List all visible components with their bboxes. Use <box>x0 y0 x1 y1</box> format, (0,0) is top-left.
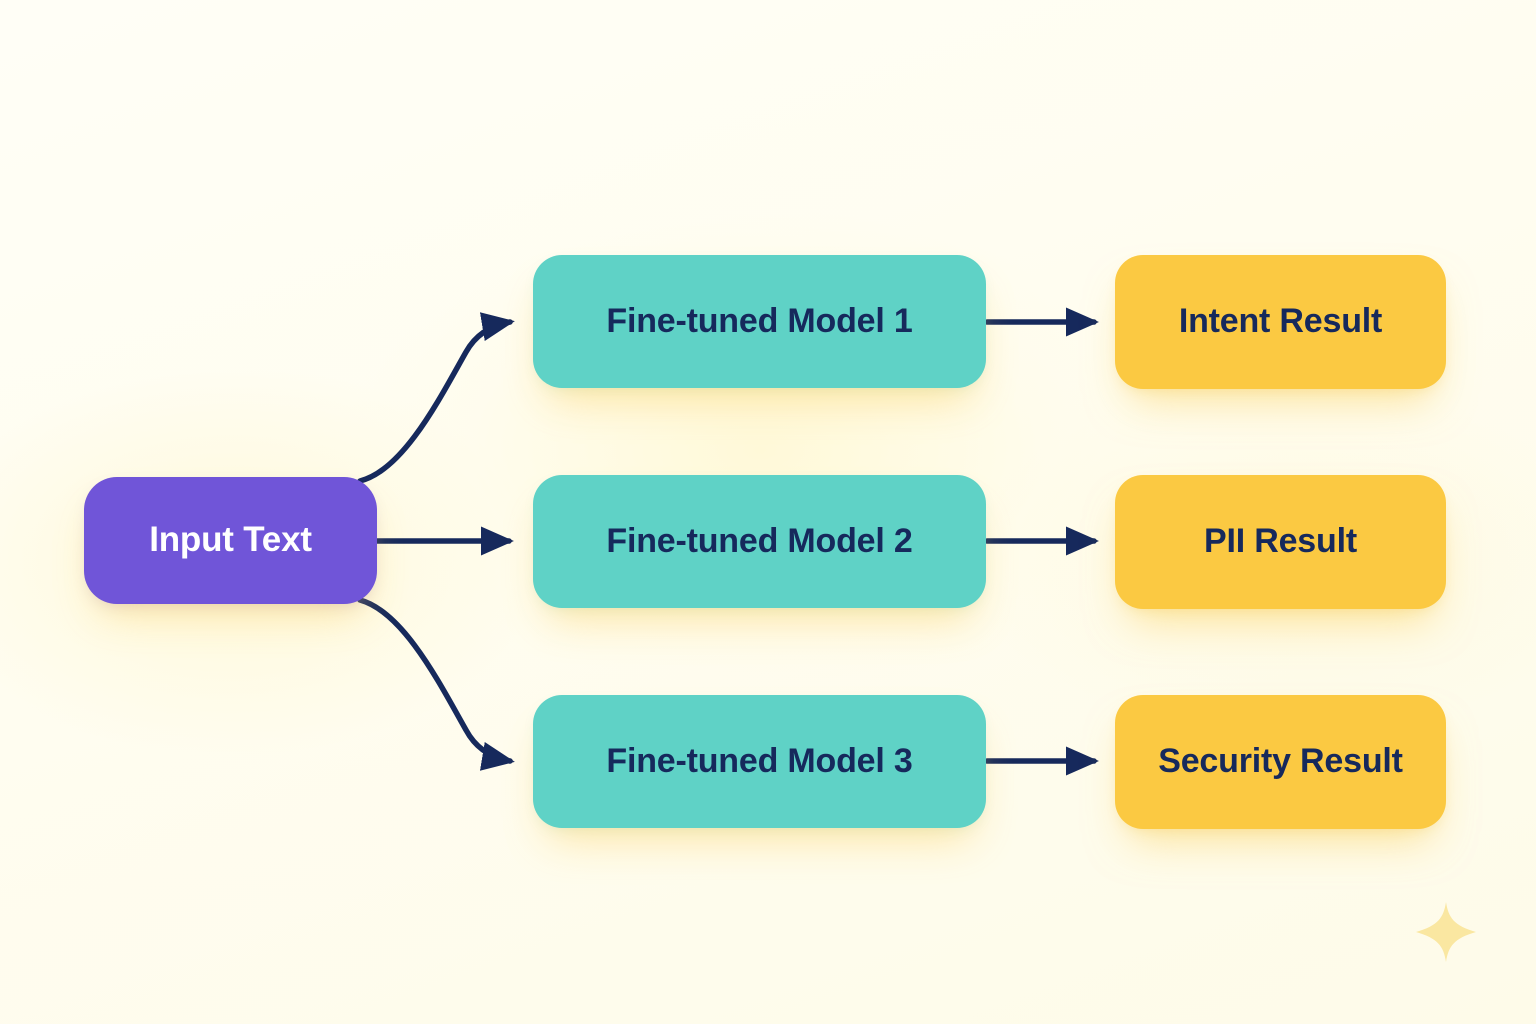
sparkle-icon <box>1416 902 1476 962</box>
node-fine-tuned-model-1-label: Fine-tuned Model 1 <box>606 301 913 340</box>
node-fine-tuned-model-3[interactable]: Fine-tuned Model 3 <box>533 695 986 828</box>
node-fine-tuned-model-3-label: Fine-tuned Model 3 <box>606 741 913 780</box>
node-fine-tuned-model-2-label: Fine-tuned Model 2 <box>606 521 913 560</box>
node-fine-tuned-model-1[interactable]: Fine-tuned Model 1 <box>533 255 986 388</box>
connector-input-to-model-1 <box>357 312 515 484</box>
node-pii-result-label: PII Result <box>1204 522 1357 561</box>
node-input-text-label: Input Text <box>149 520 312 560</box>
node-intent-result-label: Intent Result <box>1178 302 1383 341</box>
node-input-text[interactable]: Input Text <box>84 477 377 604</box>
node-fine-tuned-model-2[interactable]: Fine-tuned Model 2 <box>533 475 986 608</box>
node-security-result[interactable]: Security Result <box>1115 695 1446 829</box>
node-security-result-label: Security Result <box>1158 742 1403 781</box>
node-pii-result[interactable]: PII Result <box>1115 475 1446 609</box>
node-intent-result[interactable]: Intent Result <box>1115 255 1446 389</box>
connector-input-to-model-3 <box>357 597 515 771</box>
